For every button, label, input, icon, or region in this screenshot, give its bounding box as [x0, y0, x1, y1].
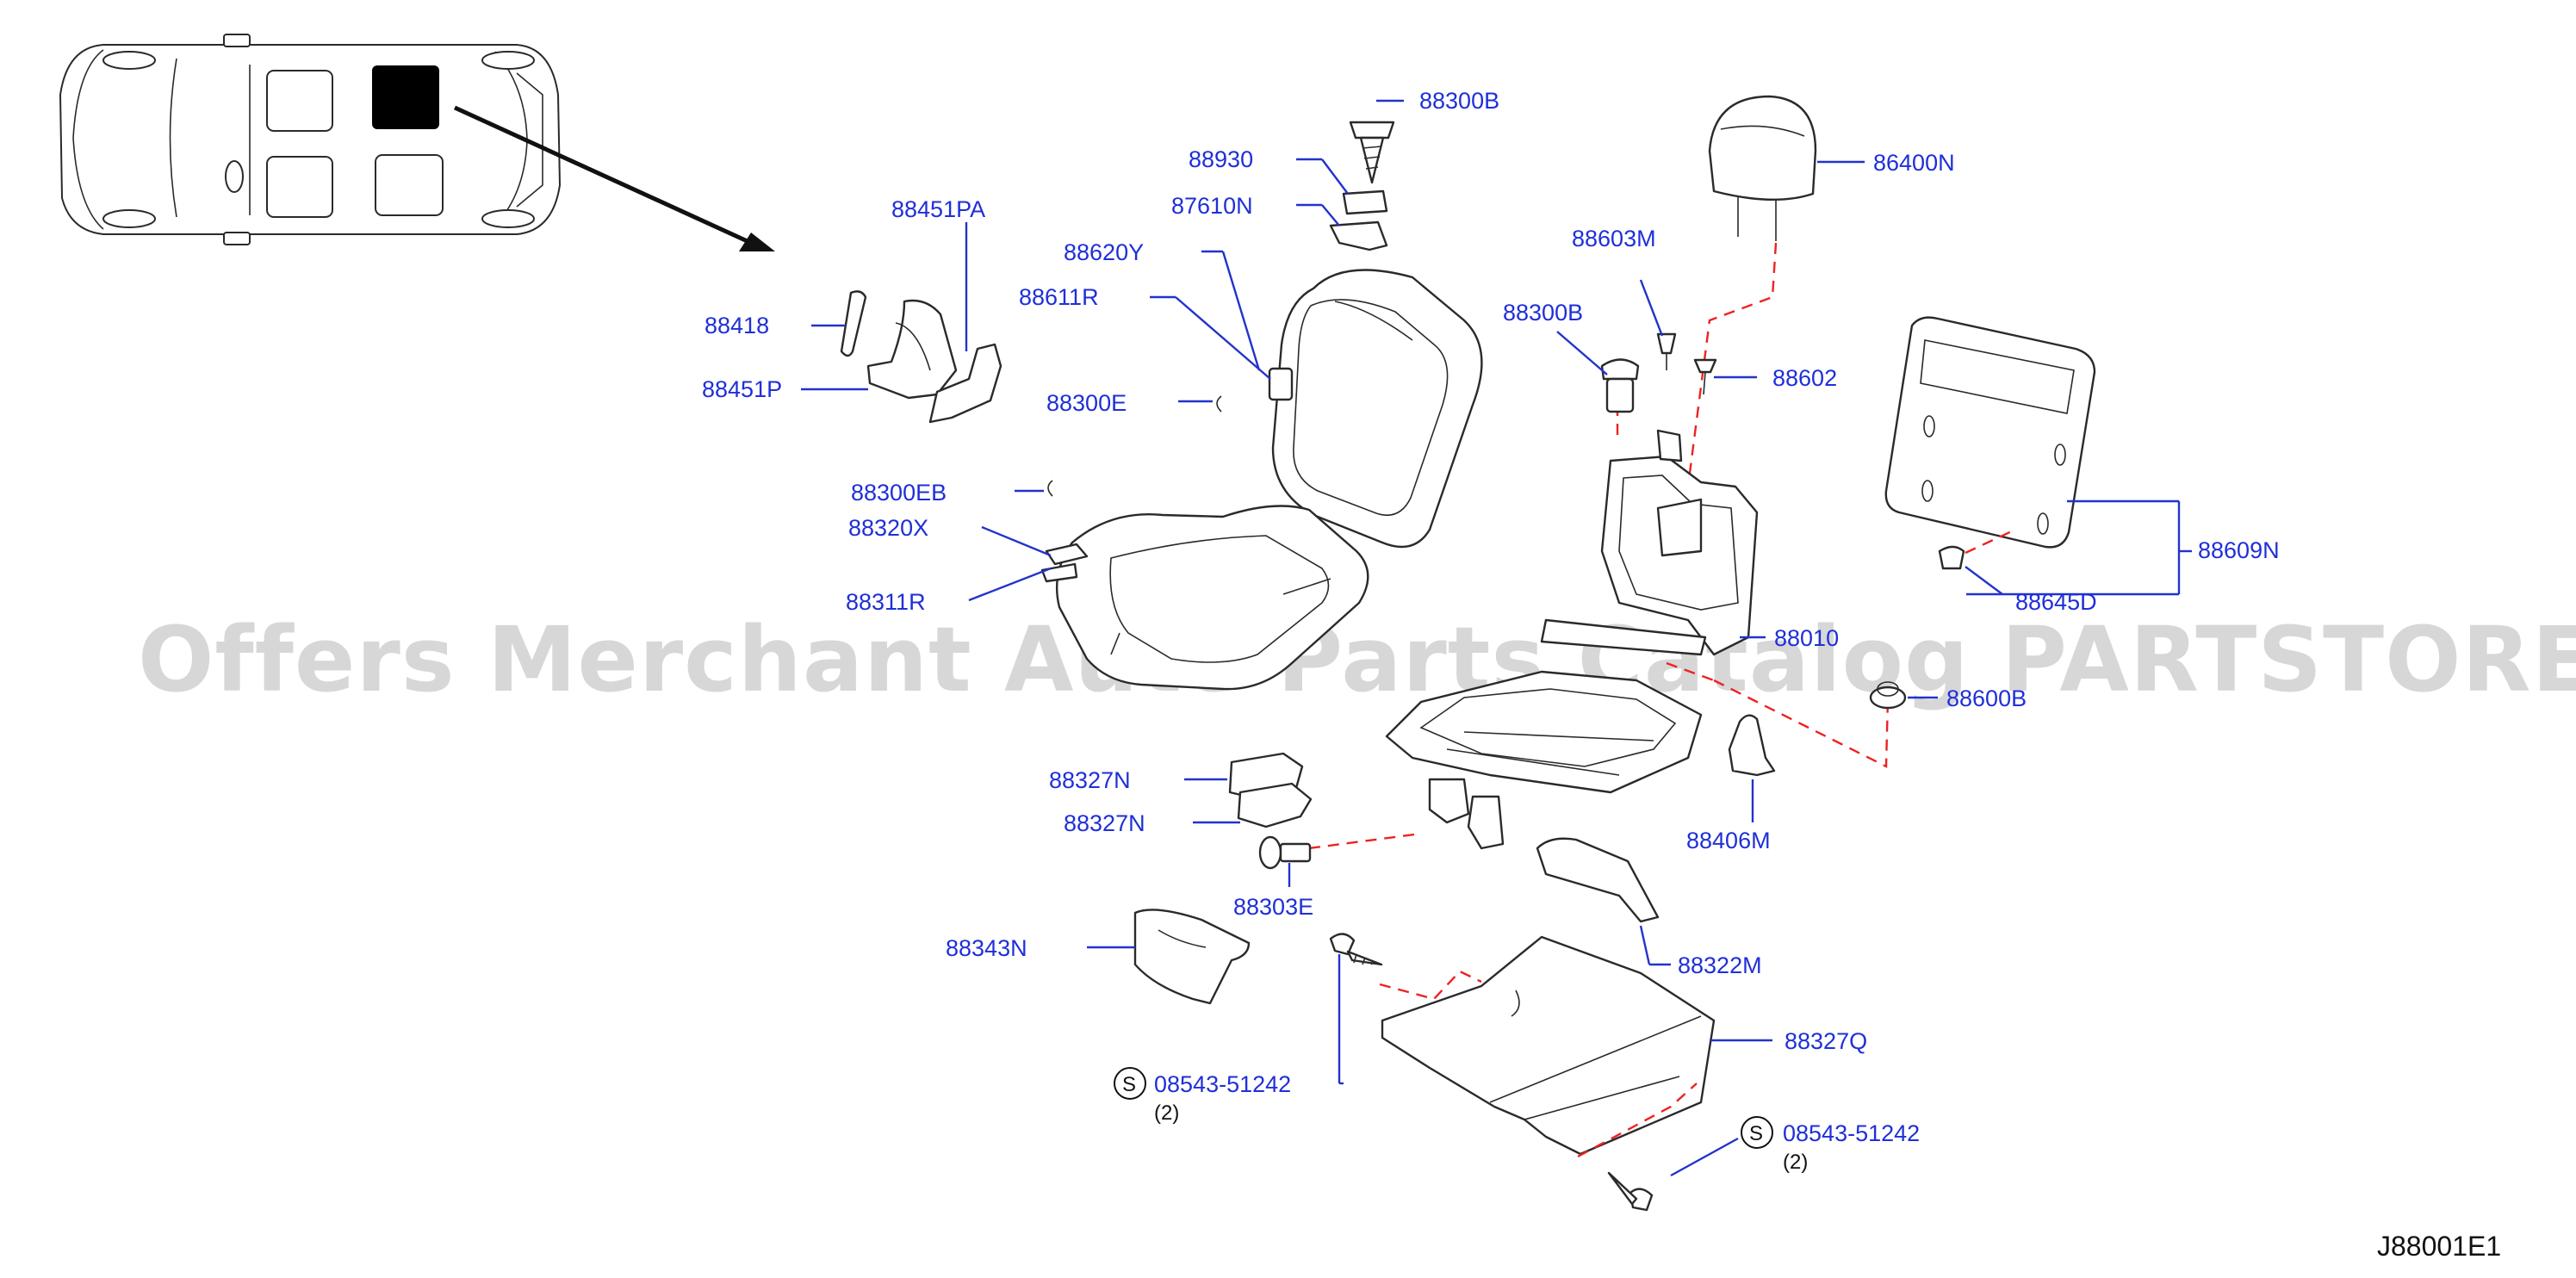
screw-symbol-right: S	[1749, 1122, 1763, 1145]
callout-88611R: 88611R	[1019, 284, 1099, 310]
part-back-panel	[1884, 316, 2096, 549]
callout-88600B: 88600B	[1946, 686, 2027, 711]
screw-number-left: 08543-51242	[1154, 1071, 1291, 1097]
part-headrest	[1708, 95, 1817, 241]
part-seat-cushion	[1040, 505, 1369, 691]
callout-88609N: 88609N	[2198, 537, 2280, 563]
part-clip-88602	[1693, 358, 1717, 395]
callout-88300EB: 88300EB	[851, 480, 947, 506]
callout-88327N-a: 88327N	[1049, 767, 1131, 793]
callout-88322M: 88322M	[1678, 952, 1762, 978]
screw-qty-left: (2)	[1154, 1101, 1179, 1125]
seat-front-left	[266, 70, 333, 132]
locator-arrow	[453, 105, 753, 245]
screw-spec-right: S 08543-51242 (2)	[1741, 1116, 1920, 1174]
part-trim-88451PA	[928, 343, 1002, 424]
callout-88300B-top: 88300B	[1419, 88, 1499, 114]
part-trim-88451P	[866, 299, 958, 400]
part-screw-88300B-top	[1349, 121, 1395, 184]
part-screw-right	[1607, 1171, 1654, 1212]
callout-88645D: 88645D	[2015, 589, 2097, 615]
callout-88418: 88418	[705, 313, 769, 338]
seat-front-right	[266, 156, 333, 218]
part-trim-88418	[840, 290, 867, 357]
callout-88327Q: 88327Q	[1785, 1028, 1867, 1054]
callout-88311R: 88311R	[846, 589, 926, 615]
part-screw-88300B-mid	[1600, 358, 1640, 413]
callout-88620Y: 88620Y	[1064, 239, 1144, 265]
part-hook-88300E	[1216, 395, 1222, 413]
callout-88451P: 88451P	[702, 376, 782, 402]
seat-highlighted	[372, 65, 439, 129]
part-trim-88322M	[1536, 837, 1660, 923]
callout-88300E: 88300E	[1046, 390, 1127, 416]
part-cover-88343N	[1133, 909, 1251, 1005]
part-bracket-88406M	[1728, 714, 1776, 777]
part-hook-88300EB	[1047, 480, 1053, 497]
arrow-head	[739, 233, 775, 251]
part-seat-frame	[1385, 429, 1759, 850]
callout-88930: 88930	[1189, 146, 1253, 172]
callout-88451PA: 88451PA	[891, 196, 985, 222]
callout-88602: 88602	[1772, 365, 1837, 391]
part-screw-left	[1329, 933, 1383, 966]
screw-spec-left: S 08543-51242 (2)	[1114, 1067, 1291, 1125]
vehicle-locator	[59, 34, 775, 251]
part-clip-88930	[1342, 189, 1388, 215]
part-cover-88327Q	[1381, 935, 1716, 1156]
callout-87610N: 87610N	[1171, 193, 1253, 219]
part-clip-87610N	[1329, 220, 1388, 251]
part-bolt-88303E	[1258, 835, 1312, 870]
part-seat-back	[1268, 269, 1483, 549]
mirror-left	[223, 34, 251, 47]
diagram-code: J88001E1	[2377, 1231, 2501, 1262]
callout-88327N-b: 88327N	[1064, 810, 1145, 836]
part-clip-88603M	[1656, 332, 1677, 370]
leader-lines	[801, 99, 2192, 1177]
part-cover-88327N	[1228, 752, 1313, 828]
part-grommet-88600B	[1869, 681, 1907, 710]
screw-qty-right: (2)	[1783, 1151, 1808, 1174]
callout-88406M: 88406M	[1686, 828, 1771, 853]
screw-symbol-left: S	[1122, 1073, 1136, 1096]
callout-86400N: 86400N	[1873, 150, 1955, 176]
callout-88343N: 88343N	[946, 935, 1027, 961]
callout-88300B-mid: 88300B	[1503, 300, 1583, 326]
callout-88320X: 88320X	[848, 515, 928, 541]
callout-88010: 88010	[1774, 625, 1839, 651]
seat-rear-right	[375, 154, 444, 216]
watermark-text: Offers Merchant Auto Parts Catalog PARTS…	[138, 607, 2576, 712]
callout-88303E: 88303E	[1233, 894, 1313, 920]
mirror-right	[223, 232, 251, 245]
part-clip-88645D	[1938, 545, 1965, 570]
screw-number-right: 08543-51242	[1783, 1120, 1920, 1146]
callout-88603M: 88603M	[1572, 226, 1656, 251]
